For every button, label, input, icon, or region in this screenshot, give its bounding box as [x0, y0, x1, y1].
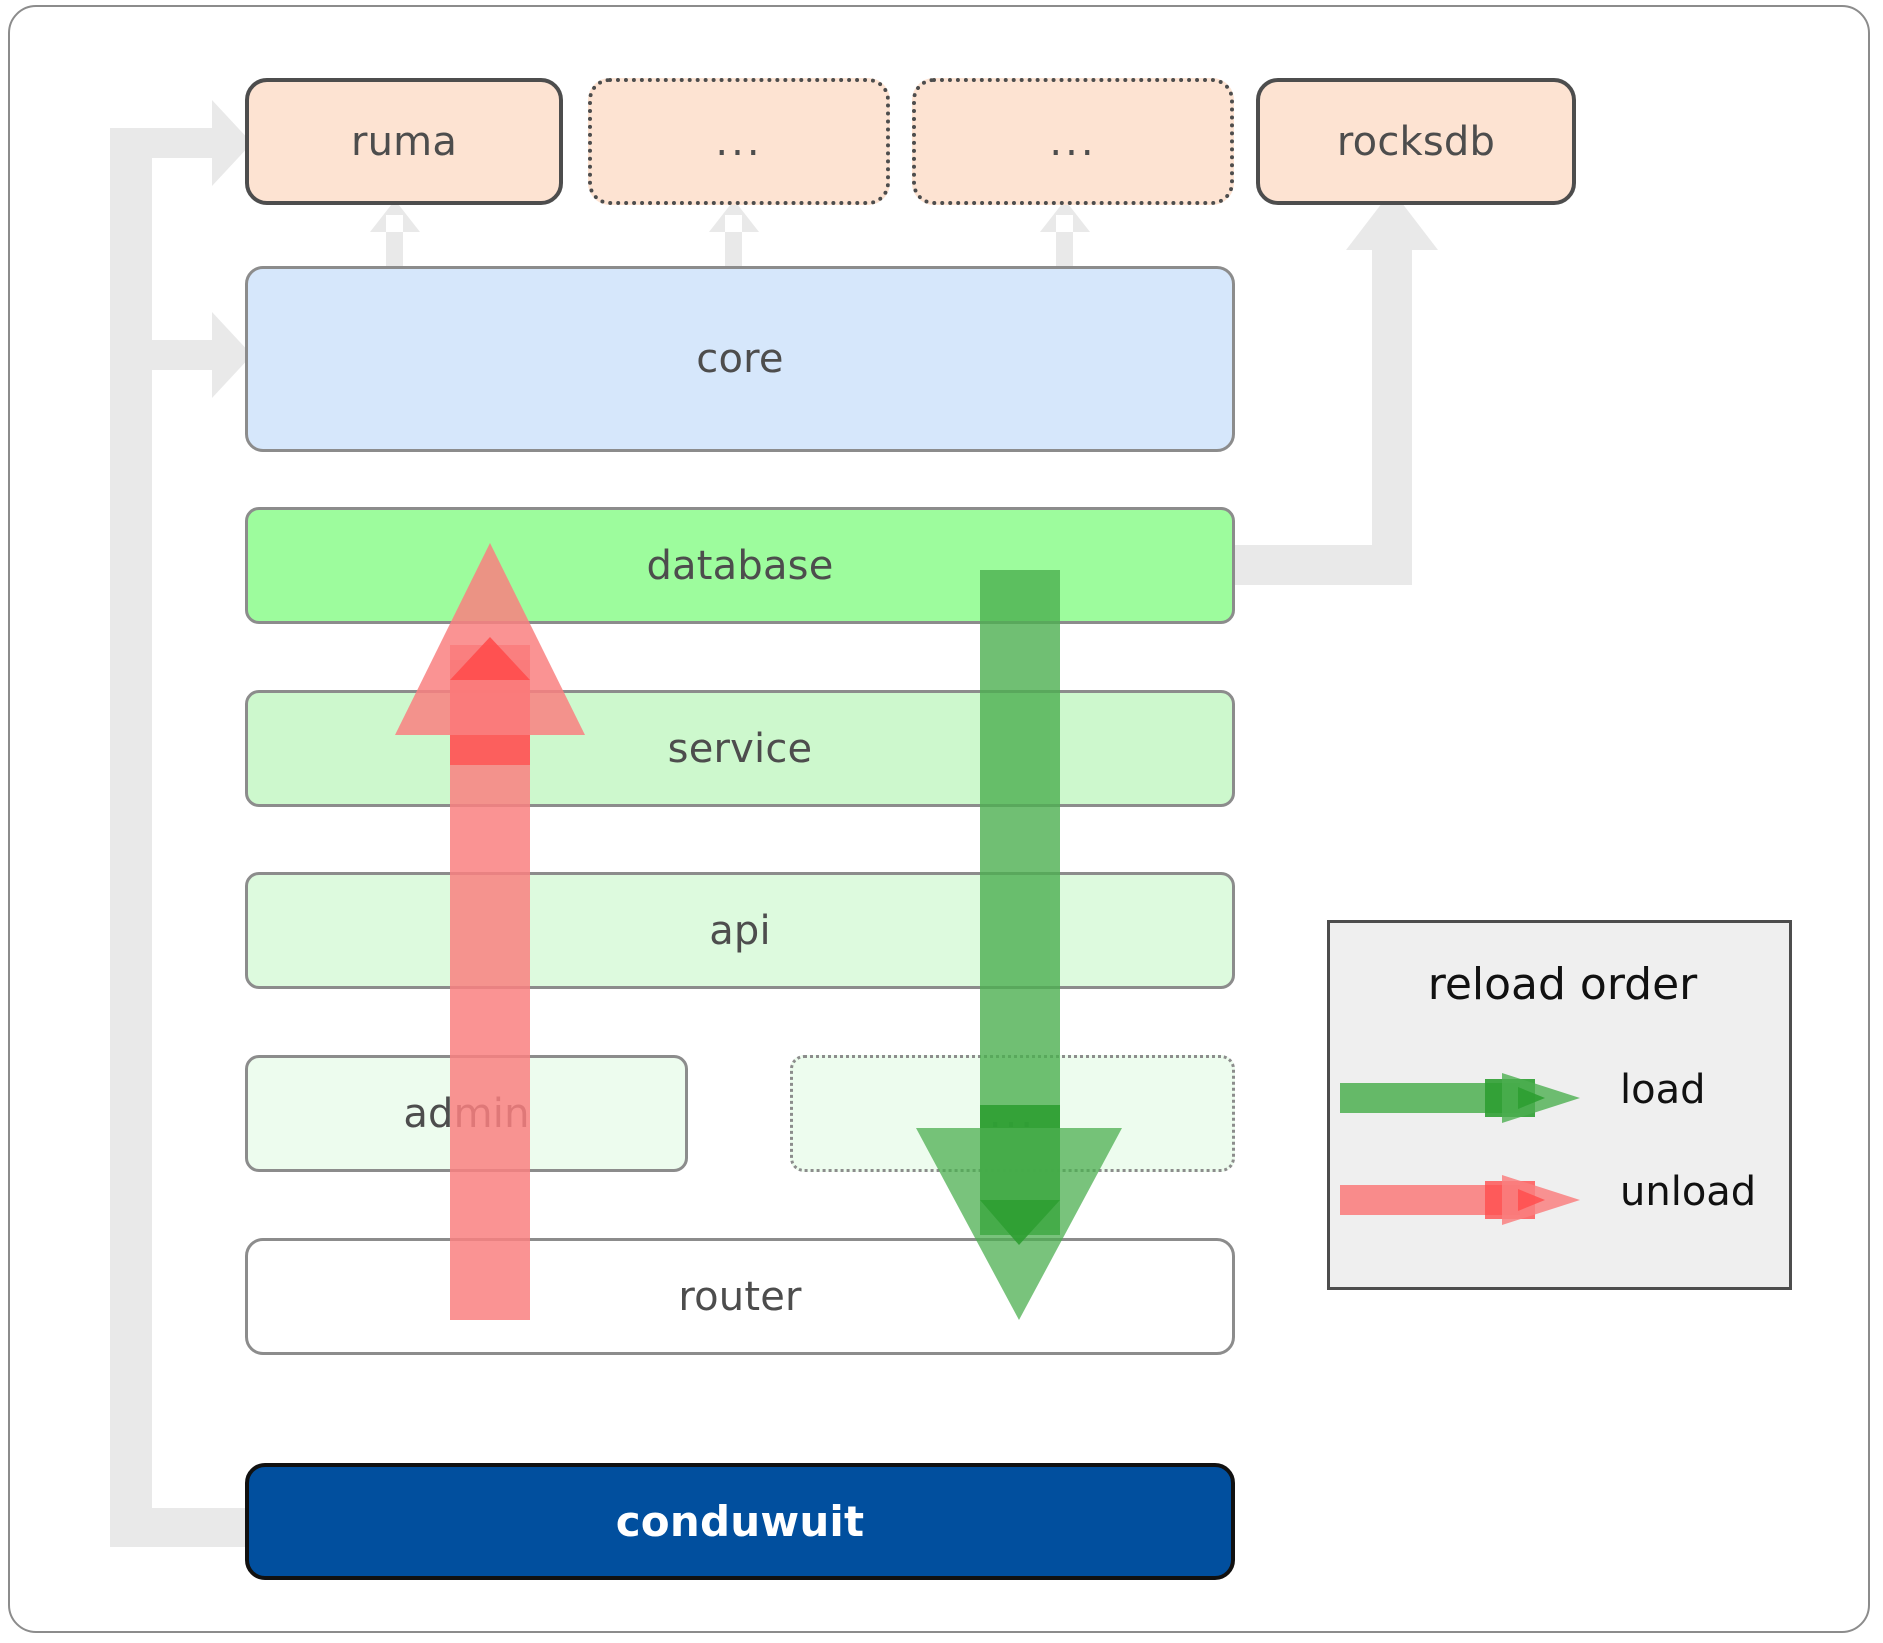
node-router[interactable]: router [245, 1238, 1235, 1355]
node-dependency-placeholder-2[interactable]: ... [912, 78, 1234, 205]
node-conduwuit-label: conduwuit [615, 1497, 865, 1546]
node-dependency-placeholder-1[interactable]: ... [588, 78, 890, 205]
node-dependency-placeholder-1-label: ... [715, 118, 763, 165]
node-core[interactable]: core [245, 266, 1235, 452]
node-api[interactable]: api [245, 872, 1235, 989]
node-ruma-label: ruma [350, 118, 458, 165]
node-conduwuit[interactable]: conduwuit [245, 1463, 1235, 1580]
node-layer-placeholder[interactable]: ... [790, 1055, 1235, 1172]
legend-unload-arrow-icon [1340, 1175, 1580, 1225]
node-service-label: service [667, 725, 813, 772]
node-service[interactable]: service [245, 690, 1235, 807]
legend-row-load: load [1330, 1051, 1795, 1141]
node-admin-label: admin [403, 1090, 530, 1137]
node-layer-placeholder-label: ... [988, 1090, 1037, 1137]
node-rocksdb[interactable]: rocksdb [1256, 78, 1576, 205]
node-router-label: router [678, 1273, 802, 1320]
node-dependency-placeholder-2-label: ... [1049, 118, 1097, 165]
node-admin[interactable]: admin [245, 1055, 688, 1172]
legend-panel: reload order load unload [1327, 920, 1792, 1290]
node-api-label: api [709, 907, 771, 954]
legend-unload-label: unload [1620, 1169, 1757, 1215]
diagram-frame [8, 5, 1870, 1633]
node-rocksdb-label: rocksdb [1336, 118, 1496, 165]
legend-title: reload order [1427, 959, 1698, 1010]
node-database-label: database [646, 542, 834, 589]
legend-row-unload: unload [1330, 1153, 1795, 1243]
node-core-label: core [696, 336, 784, 382]
legend-load-arrow-icon [1340, 1073, 1580, 1123]
node-ruma[interactable]: ruma [245, 78, 563, 205]
legend-load-label: load [1620, 1067, 1706, 1113]
node-database[interactable]: database [245, 507, 1235, 624]
